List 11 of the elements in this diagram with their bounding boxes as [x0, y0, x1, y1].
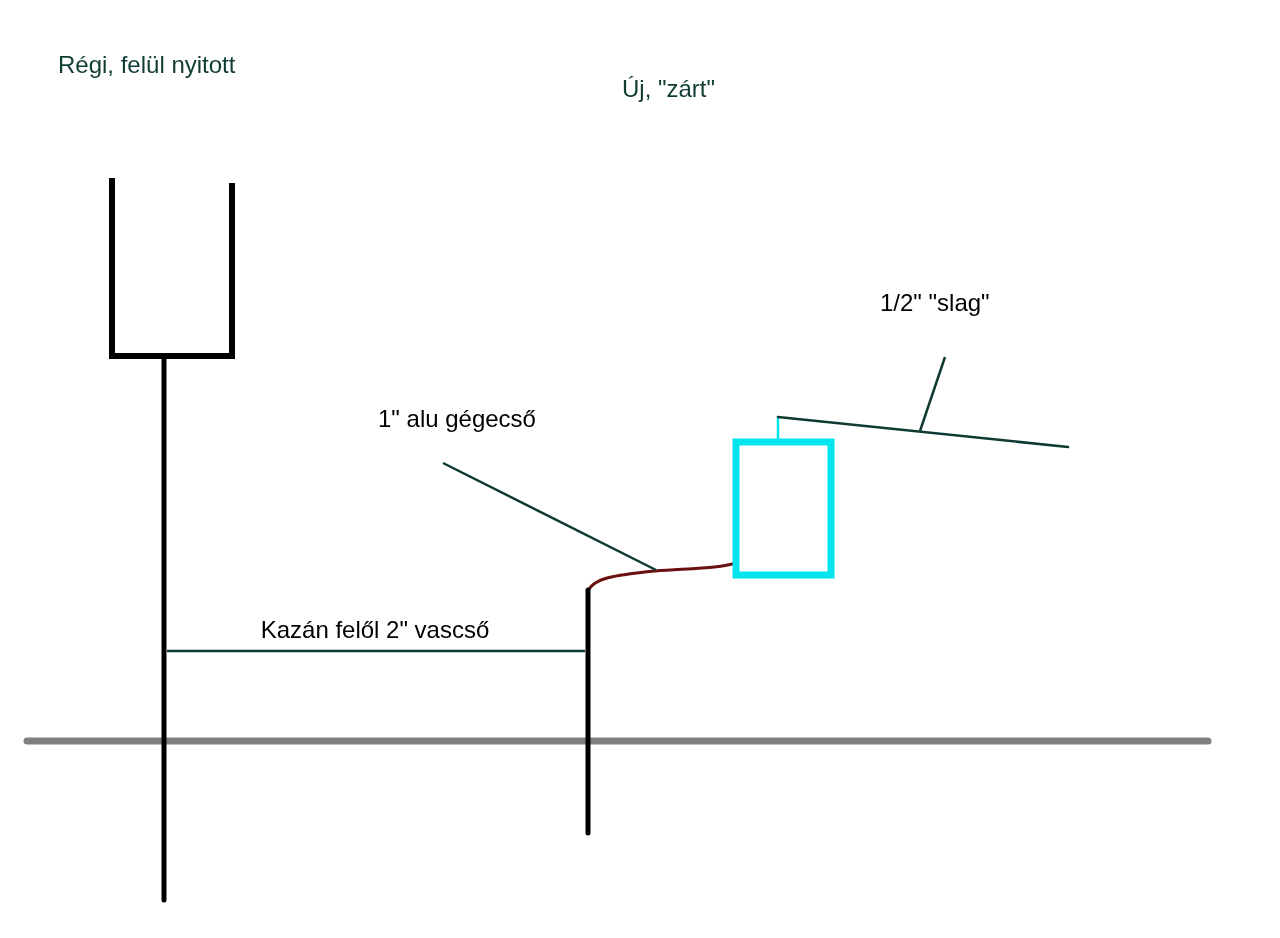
section-heading: Régi, felül nyitott [58, 52, 236, 79]
pipe-label: 1" alu gégecső [378, 406, 536, 433]
leader-line [442, 461, 657, 572]
section-heading: Új, "zárt" [622, 76, 716, 103]
leader-line [918, 356, 947, 432]
pipe [585, 587, 591, 836]
hose [776, 415, 1070, 449]
open-tank [109, 178, 235, 359]
expansion-tank [732, 438, 835, 579]
pipe-label: 1/2" "slag" [880, 290, 990, 317]
connecting-pipe [167, 649, 585, 653]
